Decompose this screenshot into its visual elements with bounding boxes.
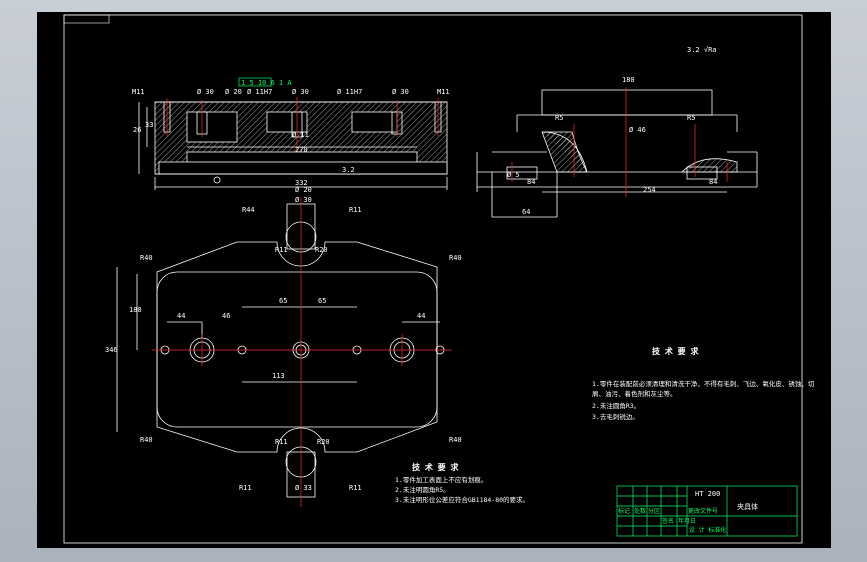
dim-label: 270 (295, 146, 308, 154)
dim-label: R11 (239, 484, 252, 492)
hole-label: Ø 30 (292, 88, 309, 96)
dim-label: R40 (140, 254, 153, 262)
dim-label: 64 (522, 208, 530, 216)
dim-label: 84 (527, 178, 535, 186)
dim-label: Ø 20 (295, 186, 312, 194)
dim-label: R40 (449, 254, 462, 262)
dim-label: M11 (437, 88, 450, 96)
dim-label: 33 (145, 121, 153, 129)
dim-label: Ø 33 (295, 484, 312, 492)
dim-label: R40 (449, 436, 462, 444)
dim-label: Ø 5 (507, 171, 520, 179)
front-view-labels: Ø 30 Ø 20 M11 Ø 11H7 Ø 30 Ø 11H7 Ø 30 M1… (132, 88, 450, 187)
dim-label: R11 (349, 484, 362, 492)
dim-label: 254 (643, 186, 656, 194)
title-block (616, 485, 798, 537)
side-view-centerlines (511, 87, 728, 197)
dim-label: R20 (317, 438, 330, 446)
dim-label: Ø 30 (295, 196, 312, 204)
dim-label: 65 (318, 297, 326, 305)
note-line: 1.零件加工表面上不应有划痕。 (395, 475, 487, 484)
dim-label: 26 (133, 126, 141, 134)
title-block-text: HT 200 夹具体 标记 处数 分区 更改文件号 签名 年月日 设 计 标准化 (618, 490, 758, 534)
row-label: 签名 (662, 517, 674, 525)
dim-label: 180 (129, 306, 142, 314)
tech-notes-bottom: 技 术 要 求 1.零件加工表面上不应有划痕。 2.未注明圆角R5。 3.未注明… (395, 462, 529, 504)
notes-title: 技 术 要 求 (412, 462, 459, 472)
dim-label: R5 (687, 114, 695, 122)
dim-label: 65 (279, 297, 287, 305)
side-view (476, 89, 758, 218)
dim-label: Ø 46 (629, 126, 646, 134)
notes-title: 技 术 要 求 (652, 346, 699, 356)
dim-label: Ø 11 (292, 131, 309, 139)
dim-label: R44 (242, 206, 255, 214)
tech-notes-right: 技 术 要 求 1.零件在装配前必须清理和清洗干净，不得有毛刺、飞边、氧化皮、锈… (592, 346, 815, 421)
plan-view-labels: R44 R11 Ø 30 Ø 20 R11 R20 R40 R40 346 18… (105, 186, 462, 492)
dim-label: M11 (132, 88, 145, 96)
note-line: 2.未注圆角R3。 (592, 401, 640, 410)
hole-label: Ø 11H7 (247, 88, 272, 96)
part-name: 夹具体 (737, 502, 758, 511)
plan-view-centerlines (152, 197, 452, 507)
dim-label: R11 (275, 246, 288, 254)
front-view (138, 101, 448, 190)
dim-label: 84 (709, 178, 717, 186)
hole-label: Ø 20 (225, 88, 242, 96)
note-line: 屑、油污、着色剂和灰尘等。 (592, 389, 677, 398)
tolerance-tag-frame (238, 77, 272, 87)
dim-label: 346 (105, 346, 118, 354)
drawing-sheet: 1 5 10 6 1 A Ø 30 Ø 20 M11 Ø 11H7 Ø 30 Ø… (37, 12, 831, 548)
note-line: 1.零件在装配前必须清理和清洗干净，不得有毛刺、飞边、氧化皮、锈蚀、切 (592, 379, 815, 388)
row-label: 年月日 (678, 517, 696, 525)
material-label: HT 200 (695, 490, 720, 498)
dim-label: 180 (622, 76, 635, 84)
note-line: 3.去毛刺锐边。 (592, 412, 639, 421)
row-label: 更改文件号 (688, 507, 718, 515)
dim-label: 113 (272, 372, 285, 380)
hole-label: Ø 30 (197, 88, 214, 96)
dim-label: R5 (555, 114, 563, 122)
hole-label: Ø 11H7 (337, 88, 362, 96)
front-view-centerlines (166, 97, 439, 152)
row-label: 标记 (618, 507, 630, 515)
roughness-label: 3.2 (342, 166, 355, 174)
dim-label: R11 (349, 206, 362, 214)
dim-label: 46 (222, 312, 230, 320)
row-label: 设 计 标准化 (689, 526, 726, 534)
roughness-note: 3.2 √Ra (687, 46, 717, 54)
dim-label: R11 (275, 438, 288, 446)
tolerance-tag: 1 5 10 6 1 A (241, 79, 292, 87)
note-line: 3.未注明形位公差应符合GB1184-80的要求。 (395, 495, 529, 504)
dim-label: 44 (177, 312, 185, 320)
cad-drawing: 1 5 10 6 1 A Ø 30 Ø 20 M11 Ø 11H7 Ø 30 Ø… (63, 14, 815, 544)
dim-label: 44 (417, 312, 425, 320)
note-line: 2.未注明圆角R5。 (395, 485, 450, 494)
dim-label: R40 (140, 436, 153, 444)
corner-tag (63, 14, 110, 24)
row-label: 分区 (648, 507, 660, 515)
dim-label: R20 (315, 246, 328, 254)
side-view-labels: 180 R5 R5 Ø 46 254 Ø 5 84 84 64 3.2 √Ra (507, 46, 717, 216)
dim-label: 332 (295, 179, 308, 187)
hole-label: Ø 30 (392, 88, 409, 96)
row-label: 处数 (634, 507, 646, 515)
outer-frame (63, 14, 803, 544)
